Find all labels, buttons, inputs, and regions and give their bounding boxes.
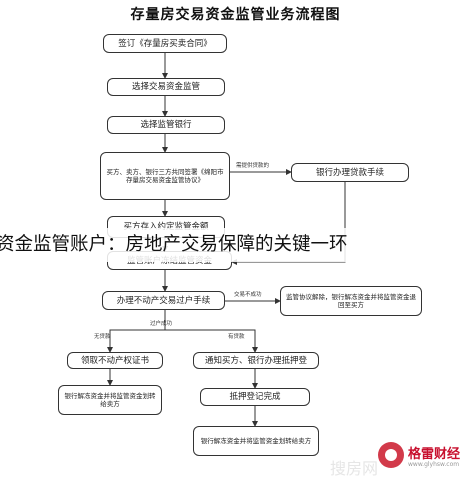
- step-agreement-cancelled: 监管协议解除，银行解冻资金并将监管资金退回至买方: [280, 286, 422, 316]
- brand-url: www.glyhsw.com: [408, 461, 460, 468]
- branch-left: [107, 329, 165, 353]
- page-title: 存量房交易资金监管业务流程图: [130, 7, 341, 23]
- caption-text: 资金监管账户：房地产交易保障的关键一环: [0, 234, 348, 255]
- label-transaction-failed: 交易不成功: [234, 292, 262, 298]
- step-release-to-seller-left: 银行解冻资金并将监管资金划转给卖方: [58, 385, 162, 415]
- step-bank-loan: 银行办理贷款手续: [291, 163, 409, 182]
- step-mortgage-done: 抵押登记完成: [200, 388, 310, 406]
- step-sign-agreement: 买方、卖方、银行三方共同签署《绵阳市存量房交易资金监管协议》: [100, 152, 230, 200]
- step-get-certificate: 领取不动产权证书: [67, 352, 163, 369]
- brand-name: 格雷财经: [408, 447, 461, 462]
- step-choose-bank: 选择监管银行: [107, 116, 225, 134]
- caption-overlay: 资金监管账户：房地产交易保障的关键一环: [0, 228, 471, 262]
- step-sign-contract: 签订《存量房买卖合同》: [103, 34, 227, 53]
- label-has-loan: 有贷款: [228, 334, 245, 340]
- label-transfer-success: 过户成功: [150, 321, 173, 327]
- step-notify-mortgage: 通知买方、银行办理抵押登: [193, 352, 319, 369]
- brand-logo-icon: [378, 442, 404, 468]
- watermark-faint: 搜房网: [330, 459, 379, 478]
- arrow-b5-b7: [231, 182, 346, 265]
- watermark-logo: 格雷财经 www.glyhsw.com: [378, 440, 468, 472]
- step-release-to-seller-right: 银行解冻资金并将监管资金划转给卖方: [193, 426, 319, 456]
- label-loan-needed: 需提供贷款的: [236, 163, 270, 169]
- branch-right: [165, 329, 258, 353]
- step-transfer-procedure: 办理不动产交易过户手续: [102, 291, 225, 310]
- label-no-loan: 无贷款: [94, 334, 111, 340]
- step-choose-supervision: 选择交易资金监管: [107, 78, 225, 96]
